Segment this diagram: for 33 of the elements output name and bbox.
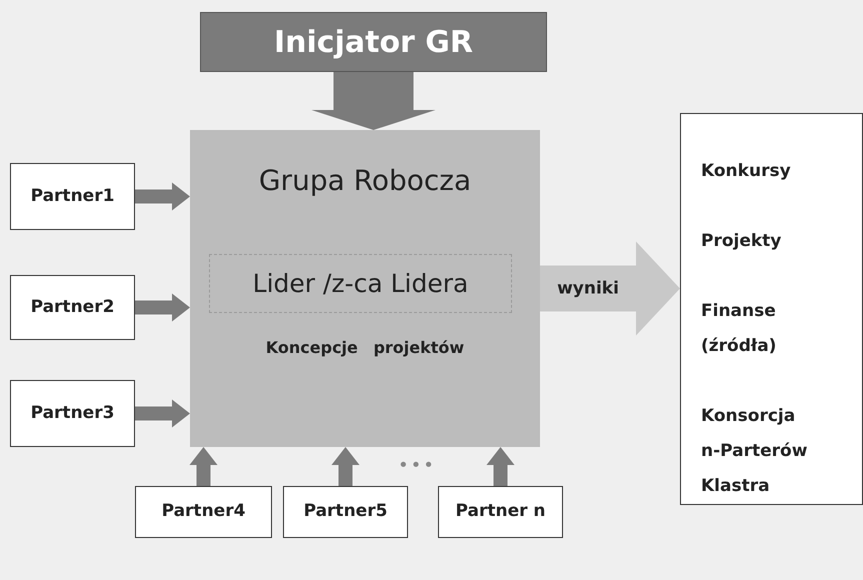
block-arrow [135, 294, 190, 322]
group-note: Koncepcje projektów [264, 337, 466, 359]
box-label: Partner3 [30, 402, 114, 425]
partner-box [10, 163, 135, 230]
box-title: Lider /z-ca Lidera [252, 268, 468, 300]
list-item: Finanse (źródła) [701, 300, 778, 358]
list-item: Projekty [701, 230, 782, 253]
box-label: Partner1 [30, 184, 114, 208]
partner-box [283, 486, 408, 538]
initiator-box [200, 12, 547, 72]
block-arrow [135, 182, 190, 210]
block-arrow [540, 242, 680, 336]
leader-box [209, 254, 512, 313]
box-label: Partner5 [304, 500, 388, 524]
ellipsis-mark: ••• [398, 454, 436, 478]
block-arrow [190, 447, 218, 486]
partner-box [10, 275, 135, 340]
box-label: Partner4 [162, 500, 246, 524]
partner-box [135, 486, 272, 538]
partner-box [10, 380, 135, 447]
block-arrow [135, 400, 190, 428]
list-item: Konsorcja n-Parterów Klastra [701, 405, 808, 498]
partner-box [438, 486, 563, 538]
box-title: Inicjator GR [274, 24, 474, 62]
group-panel [190, 130, 540, 447]
block-arrow [486, 447, 514, 486]
box-label: Partner2 [30, 296, 114, 319]
box-label: Partner n [455, 500, 546, 524]
list-item: Konkursy [701, 160, 792, 183]
block-arrow [312, 72, 436, 130]
results-box [680, 113, 863, 505]
block-arrow [332, 447, 360, 486]
group-title: Grupa Robocza [258, 163, 472, 199]
